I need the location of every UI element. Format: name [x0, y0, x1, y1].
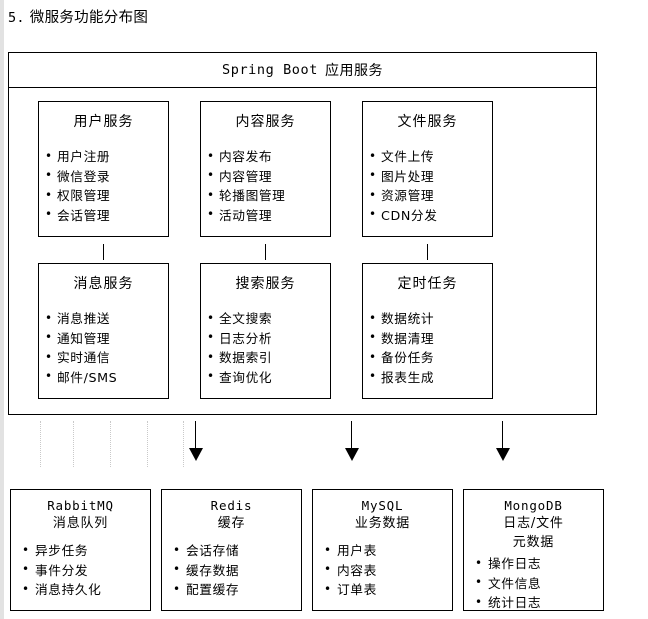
dotted-guide-line — [183, 421, 184, 467]
service-feature-item: 活动管理 — [207, 205, 330, 226]
data-store-item: 会话存储 — [173, 541, 301, 561]
data-store-box-mongodb[interactable]: MongoDB 日志/文件 元数据 操作日志 文件信息 统计日志 — [463, 489, 604, 613]
page-title-number: 5. — [8, 10, 25, 26]
page-title-text: 微服务功能分布图 — [29, 10, 149, 26]
data-store-item: 消息持久化 — [22, 580, 150, 600]
service-title: 文件服务 — [397, 114, 458, 130]
service-box-user[interactable]: 用户服务 用户注册 微信登录 权限管理 会话管理 — [38, 101, 169, 237]
data-store-item: 异步任务 — [22, 541, 150, 561]
service-feature-item: 查询优化 — [207, 367, 330, 388]
service-feature-item: 资源管理 — [369, 186, 492, 206]
application-header-label: 应用服务 — [325, 63, 383, 79]
service-feature-item: CDN分发 — [369, 205, 492, 226]
data-store-item-list: 操作日志 文件信息 统计日志 — [464, 554, 603, 613]
service-feature-list: 文件上传 图片处理 资源管理 CDN分发 — [363, 147, 492, 225]
arrow-to-mongodb — [496, 421, 510, 466]
spring-boot-application-container: Spring Boot 应用服务 用户服务 用户注册 微信登录 权限管理 会话管… — [8, 52, 597, 415]
service-title: 内容服务 — [235, 114, 296, 130]
arrow-shaft — [195, 421, 196, 449]
service-box-file[interactable]: 文件服务 文件上传 图片处理 资源管理 CDN分发 — [362, 101, 493, 237]
service-feature-item: 数据索引 — [207, 348, 330, 368]
arrow-head-icon — [345, 448, 359, 461]
dotted-guide-line — [147, 421, 148, 467]
connector-line-content-to-search — [265, 244, 266, 260]
data-store-item: 内容表 — [324, 560, 452, 581]
service-feature-list: 内容发布 内容管理 轮播图管理 活动管理 — [201, 147, 330, 225]
arrow-to-redis — [189, 421, 203, 466]
page-left-margin-strip — [0, 0, 4, 619]
data-store-name: RabbitMQ — [47, 498, 114, 513]
application-header: Spring Boot 应用服务 — [9, 53, 596, 88]
service-feature-item: 会话管理 — [45, 205, 168, 226]
application-header-framework: Spring Boot — [221, 62, 318, 78]
service-feature-item: 权限管理 — [45, 186, 168, 206]
data-store-item: 配置缓存 — [173, 580, 301, 600]
data-store-item-list: 用户表 内容表 订单表 — [313, 541, 452, 600]
data-store-item: 订单表 — [324, 580, 452, 600]
arrow-head-icon — [496, 448, 510, 461]
data-store-subtitle: 消息队列 — [52, 516, 109, 531]
data-store-name: MongoDB — [504, 498, 563, 513]
data-store-item: 统计日志 — [475, 593, 603, 613]
service-feature-item: 微信登录 — [45, 166, 168, 187]
service-feature-item: 图片处理 — [369, 166, 492, 187]
data-store-subtitle: 业务数据 — [354, 516, 411, 531]
service-feature-list: 消息推送 通知管理 实时通信 邮件/SMS — [39, 309, 168, 387]
data-store-item: 缓存数据 — [173, 560, 301, 581]
service-feature-item: 实时通信 — [45, 348, 168, 368]
data-store-box-mysql[interactable]: MySQL 业务数据 用户表 内容表 订单表 — [312, 489, 453, 611]
page-title: 5. 微服务功能分布图 — [8, 6, 148, 27]
arrow-shaft — [502, 421, 503, 449]
service-feature-item: 数据统计 — [369, 309, 492, 329]
arrow-to-mysql — [345, 421, 359, 466]
data-store-name: MySQL — [361, 498, 404, 513]
service-feature-item: 全文搜索 — [207, 309, 330, 329]
service-title: 消息服务 — [73, 276, 134, 292]
service-title: 搜索服务 — [235, 276, 296, 292]
arrow-shaft — [351, 421, 352, 449]
service-feature-item: 数据清理 — [369, 328, 492, 349]
service-feature-item: 备份任务 — [369, 348, 492, 368]
data-store-item-list: 会话存储 缓存数据 配置缓存 — [162, 541, 301, 600]
data-store-item: 操作日志 — [475, 554, 603, 574]
service-feature-item: 报表生成 — [369, 367, 492, 388]
service-feature-item: 文件上传 — [369, 147, 492, 167]
data-store-box-rabbitmq[interactable]: RabbitMQ 消息队列 异步任务 事件分发 消息持久化 — [10, 489, 151, 611]
dotted-guide-line — [73, 421, 74, 467]
service-feature-list: 数据统计 数据清理 备份任务 报表生成 — [363, 309, 492, 387]
data-store-subtitle: 日志/文件 元数据 — [503, 516, 564, 550]
service-feature-item: 内容发布 — [207, 147, 330, 167]
service-feature-item: 邮件/SMS — [45, 367, 168, 388]
service-title: 用户服务 — [73, 114, 134, 130]
service-box-message[interactable]: 消息服务 消息推送 通知管理 实时通信 邮件/SMS — [38, 263, 169, 399]
data-store-item-list: 异步任务 事件分发 消息持久化 — [11, 541, 150, 600]
data-store-subtitle: 缓存 — [217, 516, 246, 531]
dotted-guide-line — [40, 421, 41, 467]
service-feature-item: 日志分析 — [207, 328, 330, 349]
service-feature-item: 轮播图管理 — [207, 186, 330, 206]
dotted-guide-line — [110, 421, 111, 467]
service-feature-item: 通知管理 — [45, 328, 168, 349]
service-title: 定时任务 — [397, 276, 458, 292]
arrow-head-icon — [189, 448, 203, 461]
data-store-item: 用户表 — [324, 541, 452, 561]
service-box-search[interactable]: 搜索服务 全文搜索 日志分析 数据索引 查询优化 — [200, 263, 331, 399]
data-store-item: 事件分发 — [22, 560, 150, 581]
service-box-content[interactable]: 内容服务 内容发布 内容管理 轮播图管理 活动管理 — [200, 101, 331, 237]
service-feature-list: 全文搜索 日志分析 数据索引 查询优化 — [201, 309, 330, 387]
data-store-name: Redis — [210, 498, 253, 513]
connector-line-file-to-schedule — [427, 244, 428, 260]
service-feature-item: 消息推送 — [45, 309, 168, 329]
service-box-scheduled-task[interactable]: 定时任务 数据统计 数据清理 备份任务 报表生成 — [362, 263, 493, 399]
connector-line-user-to-message — [103, 244, 104, 260]
data-store-box-redis[interactable]: Redis 缓存 会话存储 缓存数据 配置缓存 — [161, 489, 302, 611]
service-row-secondary: 消息服务 消息推送 通知管理 实时通信 邮件/SMS 搜索服务 全文搜索 日志分… — [9, 263, 596, 401]
service-feature-item: 用户注册 — [45, 147, 168, 167]
data-store-item: 文件信息 — [475, 573, 603, 594]
service-feature-item: 内容管理 — [207, 166, 330, 187]
service-feature-list: 用户注册 微信登录 权限管理 会话管理 — [39, 147, 168, 225]
service-row-primary: 用户服务 用户注册 微信登录 权限管理 会话管理 内容服务 内容发布 内容管理 … — [9, 101, 596, 239]
